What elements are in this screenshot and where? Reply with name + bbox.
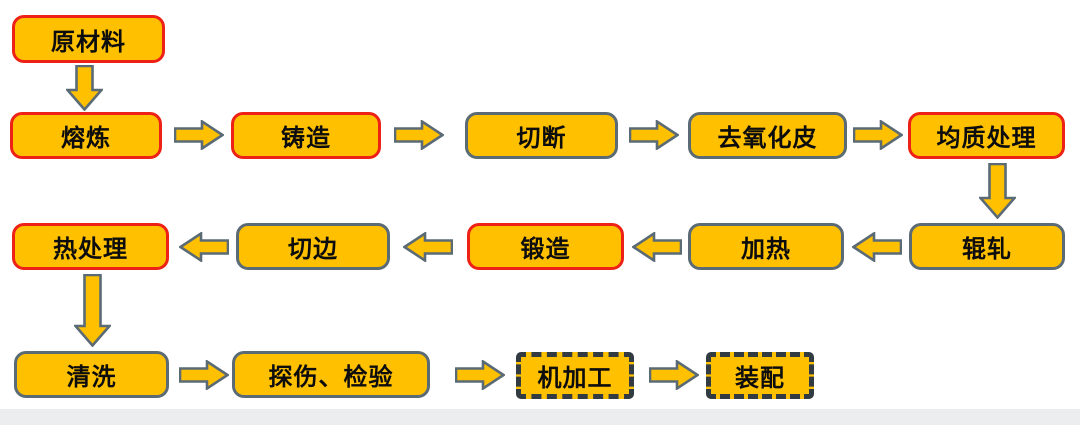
arrow-inspection-to-machining [455,360,505,390]
arrow-heat-treatment-to-cleaning [74,274,111,347]
arrow-homogenizing-to-rolling [979,163,1016,219]
arrow-forging-to-trimming [403,232,453,262]
arrow-rolling-to-heating [852,232,902,262]
node-trimming: 切边 [236,223,390,270]
arrow-descaling-to-homogenizing [853,120,903,150]
arrow-heating-to-forging [632,232,682,262]
arrow-cleaning-to-inspection [179,360,229,390]
bottom-strip [0,409,1080,425]
arrow-machining-to-assembly [649,360,699,390]
node-inspection: 探伤、检验 [232,351,430,398]
node-raw-material: 原材料 [12,15,165,63]
node-homogenizing: 均质处理 [908,112,1065,159]
node-forging: 锻造 [467,223,624,270]
arrow-raw-material-to-melting [66,65,103,111]
node-cleaning: 清洗 [14,351,169,398]
arrow-casting-to-cutting [394,120,444,150]
node-melting: 熔炼 [10,112,162,159]
node-rolling: 辊轧 [909,223,1065,270]
node-heating: 加热 [688,223,844,270]
arrow-melting-to-casting [174,120,224,150]
arrow-cutting-to-descaling [629,120,679,150]
node-casting: 铸造 [231,112,381,159]
node-descaling: 去氧化皮 [688,112,847,159]
node-heat-treatment: 热处理 [12,223,169,270]
node-machining: 机加工 [516,352,634,399]
node-cutting: 切断 [465,112,618,159]
arrow-trimming-to-heat-treatment [179,232,229,262]
node-assembly: 装配 [706,352,814,399]
